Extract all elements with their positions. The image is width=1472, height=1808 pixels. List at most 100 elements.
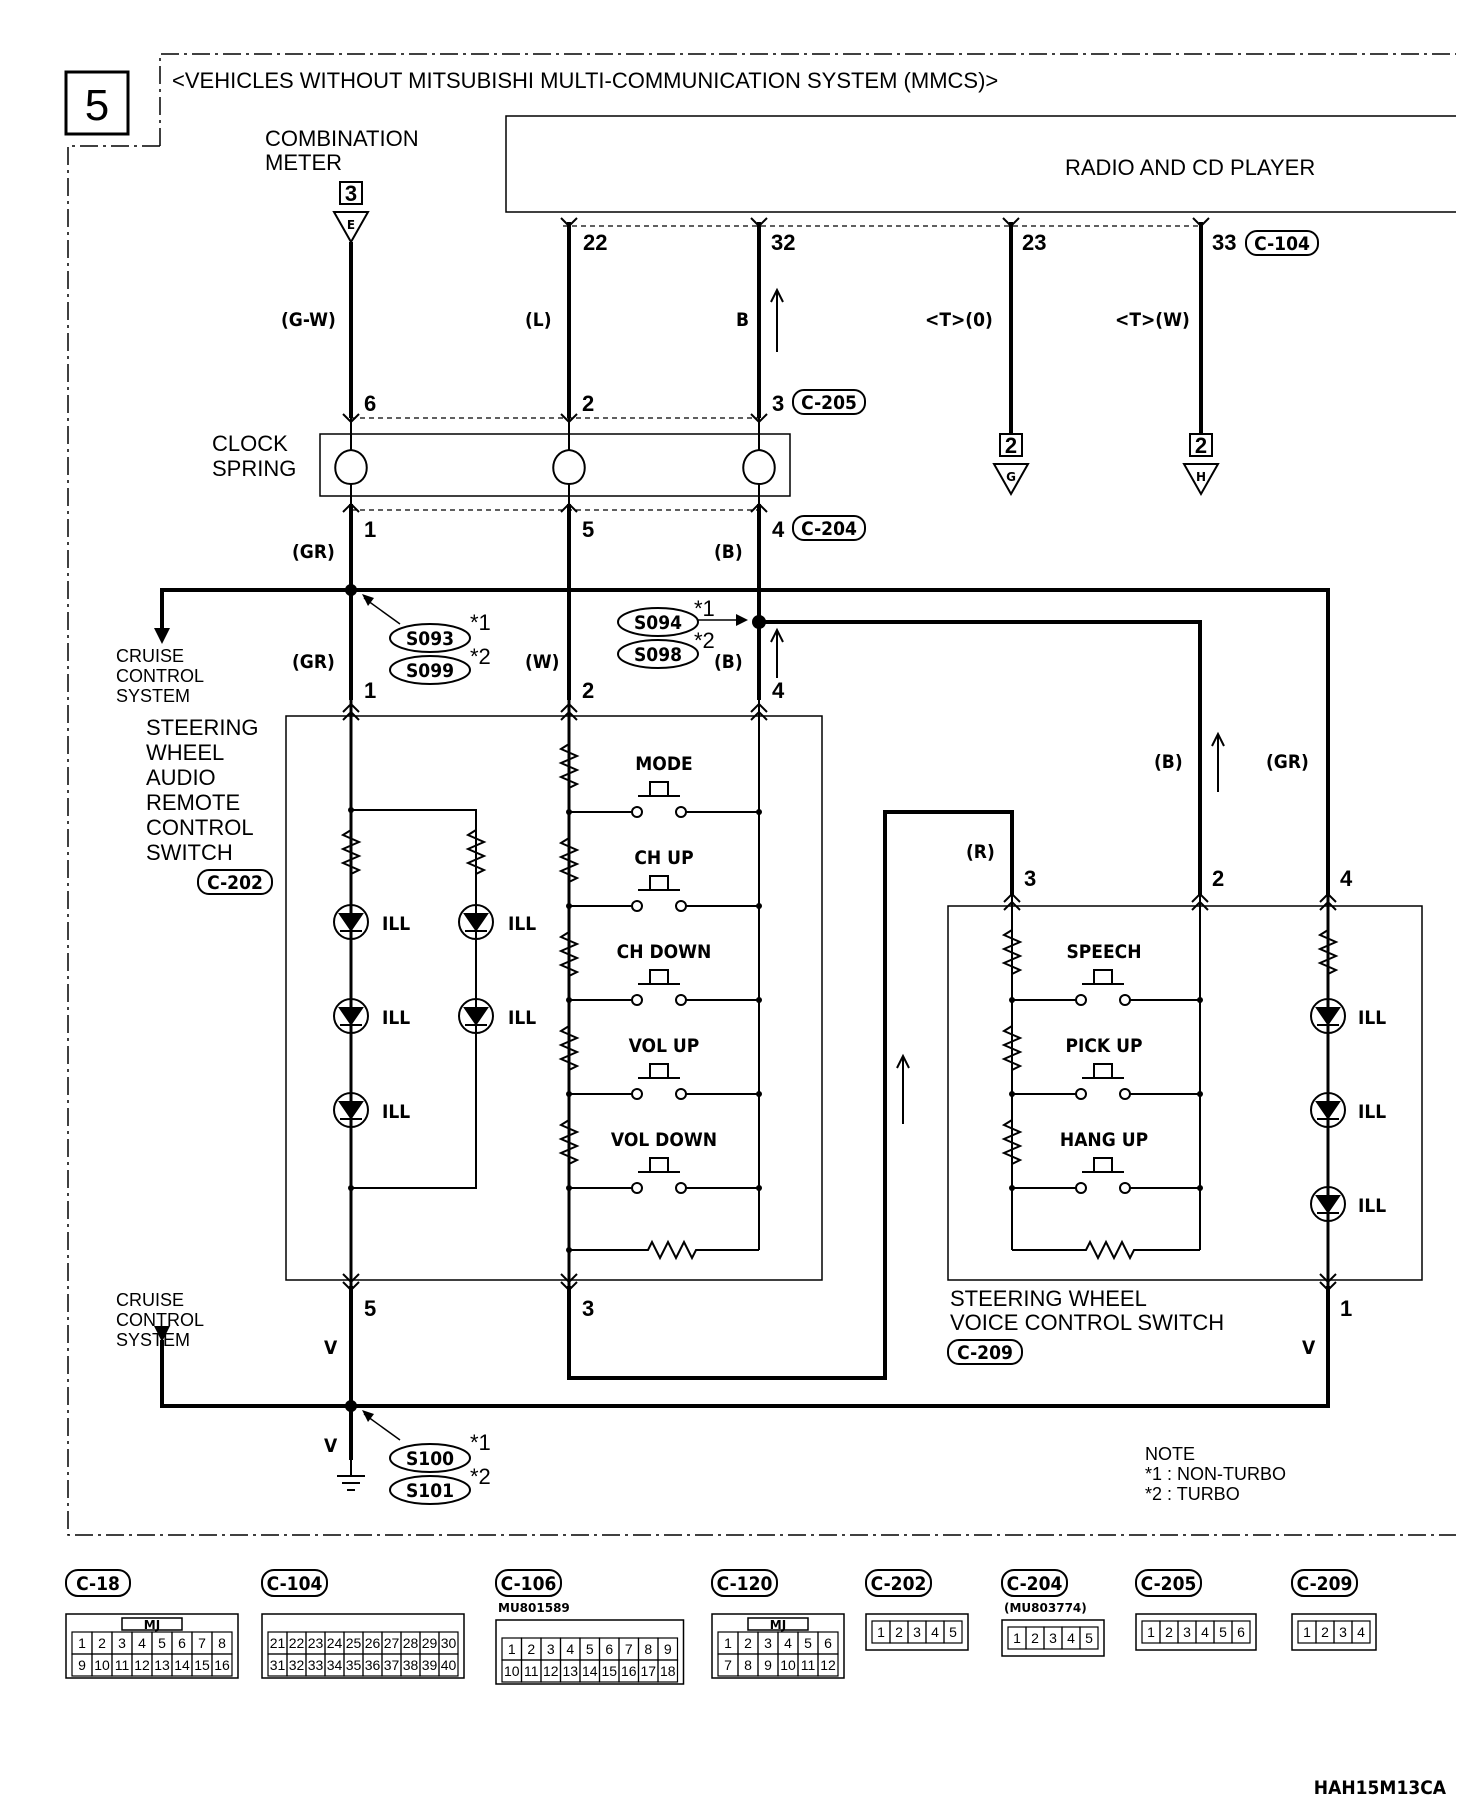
voice-switch-box [947, 905, 1423, 1281]
connector-pin: 16 [621, 1663, 637, 1679]
svg-text:S100: S100 [406, 1448, 454, 1470]
connector-pin: 4 [1357, 1624, 1365, 1640]
connector-pin: 8 [744, 1657, 752, 1673]
wire-gw: (G-W) [281, 309, 336, 331]
connector-pin: 3 [913, 1624, 921, 1640]
connector-pin: 23 [308, 1635, 324, 1651]
wire-b-3: (B) [1154, 751, 1183, 773]
voice-switch-connector: C-209 [957, 1342, 1013, 1364]
splice-s094: S094 [617, 607, 748, 637]
connector-pin: 28 [403, 1635, 419, 1651]
wire-v-1: V [324, 1337, 338, 1359]
splice-s101: S101 [389, 1475, 471, 1505]
svg-text:H: H [1196, 470, 1206, 484]
connector-pin: 22 [289, 1635, 305, 1651]
junction-gr [345, 584, 357, 596]
connector-pin: 26 [365, 1635, 381, 1651]
ill-a5: ILL [382, 1101, 410, 1123]
combination-meter-label-2: METER [265, 150, 342, 175]
wire-gr-1: (GR) [292, 541, 335, 563]
connector-pin: 5 [804, 1635, 812, 1651]
radio-box [505, 115, 1456, 213]
connector-pin: 39 [422, 1657, 438, 1673]
connector-pin: 5 [586, 1641, 594, 1657]
connector-pin: 4 [566, 1641, 574, 1657]
connector-pin: 1 [1013, 1630, 1021, 1646]
connector-pin: 27 [384, 1635, 400, 1651]
cs-top-conn: C-205 [801, 392, 857, 414]
connector-pin: 5 [1219, 1624, 1227, 1640]
cruise-top-arrow [154, 628, 170, 644]
ill-a2: ILL [508, 913, 536, 935]
radio-pin-33: 33 [1212, 230, 1236, 255]
connector-pin: 7 [625, 1641, 633, 1657]
as-pin-2: 2 [582, 678, 594, 703]
connector-pin: 3 [118, 1635, 126, 1651]
connector-pin: 16 [214, 1657, 230, 1673]
wire-v-2: V [1302, 1337, 1316, 1359]
cruise-bottom-arrow [154, 1326, 170, 1342]
connector-pin: 31 [270, 1657, 286, 1673]
svg-text:AUDIO: AUDIO [146, 765, 216, 790]
btn-vol-up: VOL UP [629, 1035, 700, 1057]
voice-switch-label-2: VOICE CONTROL SWITCH [950, 1310, 1224, 1335]
sheet-number-box [64, 70, 130, 136]
clock-spring-box [319, 433, 791, 497]
meter-ref-letter: E [347, 218, 355, 232]
star2-b: *2 [694, 628, 715, 653]
wire-gr-2: (GR) [292, 651, 335, 673]
connector-pin: 25 [346, 1635, 362, 1651]
connector-pin: 7 [198, 1635, 206, 1651]
connector-pin: 15 [194, 1657, 210, 1673]
clock-spring-label-2: SPRING [212, 456, 296, 481]
connector-name: C-18 [76, 1573, 120, 1595]
connector-pin: 6 [178, 1635, 186, 1651]
wire-b-1: (B) [714, 541, 743, 563]
connector-pin: 13 [562, 1663, 578, 1679]
connector-pin: 4 [138, 1635, 146, 1651]
svg-text:2: 2 [1195, 433, 1207, 458]
connector-name: C-205 [1141, 1573, 1197, 1595]
cruise-top-2: CONTROL [116, 666, 204, 686]
connector-pin: 13 [154, 1657, 170, 1673]
btn-vol-down: VOL DOWN [611, 1129, 717, 1151]
svg-text:S093: S093 [406, 628, 454, 650]
connector-pin: 9 [764, 1657, 772, 1673]
cruise-top-1: CRUISE [116, 646, 184, 666]
connector-pin: 7 [724, 1657, 732, 1673]
vs-pin-4: 4 [1340, 866, 1353, 891]
connector-pin: 15 [601, 1663, 617, 1679]
connector-pin: 5 [158, 1635, 166, 1651]
figure-code: HAH15M13CA [1314, 1777, 1447, 1799]
connector-pin: 10 [780, 1657, 796, 1673]
connector-pin: 5 [1085, 1630, 1093, 1646]
connector-pin: 14 [174, 1657, 190, 1673]
svg-text:WHEEL: WHEEL [146, 740, 224, 765]
audio-switch-label: STEERING WHEEL AUDIO REMOTE CONTROL SWIT… [146, 715, 258, 865]
star2-a: *2 [470, 644, 491, 669]
ill-a4: ILL [508, 1007, 536, 1029]
connector-pin: 6 [824, 1635, 832, 1651]
connector-pin: 29 [422, 1635, 438, 1651]
svg-text:REMOTE: REMOTE [146, 790, 240, 815]
connector-pin: 32 [289, 1657, 305, 1673]
connector-pin: 1 [724, 1635, 732, 1651]
vs-pin-2: 2 [1212, 866, 1224, 891]
connector-pin: 34 [327, 1657, 343, 1673]
connector-pin: 18 [660, 1663, 676, 1679]
connector-pin: 5 [949, 1624, 957, 1640]
connector-pin: 11 [801, 1657, 816, 1673]
connector-pin: 2 [1031, 1630, 1039, 1646]
wire-l: (L) [525, 309, 552, 331]
connector-pin: 1 [877, 1624, 885, 1640]
cs-bot-pin-5: 5 [582, 517, 594, 542]
connector-pin: 9 [664, 1641, 672, 1657]
as-pin-3: 3 [582, 1296, 594, 1321]
cs-top-pin-2: 2 [582, 391, 594, 416]
connector-pin: 4 [931, 1624, 939, 1640]
connector-pin: 2 [744, 1635, 752, 1651]
cruise-top-3: SYSTEM [116, 686, 190, 706]
audio-switch-box [285, 715, 823, 1281]
